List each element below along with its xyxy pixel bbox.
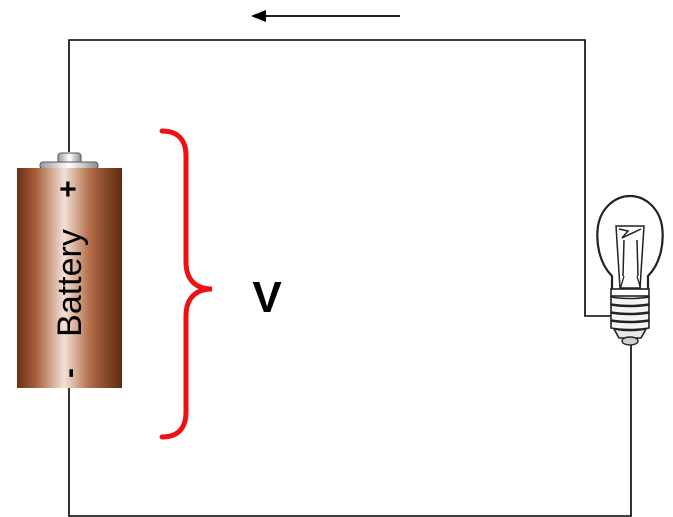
battery-positive-sign: + — [52, 180, 85, 198]
bulb-screw-base — [610, 296, 650, 346]
battery-negative-sign: - — [53, 368, 86, 378]
battery-shoulder — [39, 161, 99, 170]
bulb-glass — [596, 194, 664, 292]
bulb-neck — [610, 288, 650, 297]
wire-bottom — [68, 345, 632, 517]
wire-top — [68, 39, 611, 317]
battery-icon: + Battery - — [17, 152, 122, 388]
light-bulb-icon — [596, 194, 664, 346]
battery-body — [17, 168, 122, 388]
battery-label: Battery — [51, 229, 89, 337]
curly-brace-icon — [159, 128, 213, 440]
arrow-left-icon — [251, 10, 400, 22]
voltage-label: V — [252, 273, 282, 322]
bulb-filament — [618, 228, 642, 277]
bulb-wire-stem — [619, 275, 642, 291]
